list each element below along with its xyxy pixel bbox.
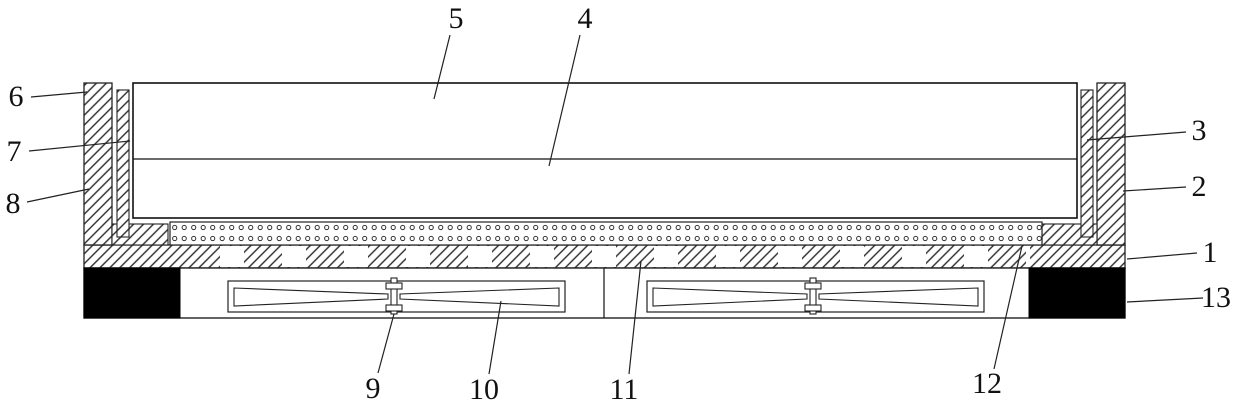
- leader-11: [628, 260, 642, 375]
- left-fan-blade-left: [233, 287, 389, 307]
- leader-lines: [26, 34, 1204, 375]
- callout-label-11: 11: [610, 373, 639, 406]
- leader-13: [1126, 297, 1204, 303]
- callout-label-5: 5: [449, 2, 464, 35]
- left-outer-wall: [83, 82, 113, 246]
- right-fan: [646, 277, 985, 315]
- callout-label-10: 10: [469, 373, 499, 406]
- callout-label-4: 4: [578, 2, 593, 35]
- right-outer-wall: [1096, 82, 1126, 246]
- callout-label-13: 13: [1201, 281, 1231, 314]
- display-panel: [132, 82, 1078, 219]
- leader-6: [30, 91, 88, 98]
- callout-label-8: 8: [6, 187, 21, 220]
- leader-8: [26, 188, 90, 203]
- leader-1: [1126, 252, 1198, 260]
- right-fan-blade-right: [818, 287, 979, 307]
- right-fan-hub-shaft: [809, 277, 817, 315]
- left-fan: [227, 277, 566, 315]
- callout-label-3: 3: [1192, 114, 1207, 147]
- right-liner-bar: [1080, 89, 1094, 238]
- left-liner-bar: [116, 89, 130, 238]
- leader-3: [1086, 131, 1187, 141]
- left-fan-blade-right: [399, 287, 560, 307]
- callout-label-12: 12: [972, 367, 1002, 400]
- leader-7: [28, 140, 131, 152]
- vent-slots: [182, 246, 1030, 267]
- left-fan-hub-top-flange: [385, 282, 403, 290]
- callout-label-2: 2: [1192, 170, 1207, 203]
- right-fan-hub-bottom-flange: [804, 304, 822, 312]
- leader-10: [488, 300, 502, 375]
- leader-12: [993, 245, 1023, 370]
- left-black-block: [83, 267, 181, 319]
- dotted-strip: [169, 221, 1043, 246]
- right-fan-blade-left: [652, 287, 808, 307]
- callout-label-9: 9: [366, 372, 381, 405]
- leader-4: [548, 34, 581, 167]
- callout-labels: 5 4 6 7 8 3 2 1 13 9 10 11 12: [6, 2, 1232, 406]
- right-fan-hub-top-flange: [804, 282, 822, 290]
- callout-label-7: 7: [7, 135, 22, 168]
- leader-9: [377, 313, 395, 374]
- callout-label-1: 1: [1203, 236, 1218, 269]
- callout-label-6: 6: [9, 80, 24, 113]
- right-black-block: [1028, 267, 1126, 319]
- left-fan-hub-bottom-flange: [385, 304, 403, 312]
- leader-2: [1122, 186, 1187, 192]
- leader-5: [433, 34, 451, 100]
